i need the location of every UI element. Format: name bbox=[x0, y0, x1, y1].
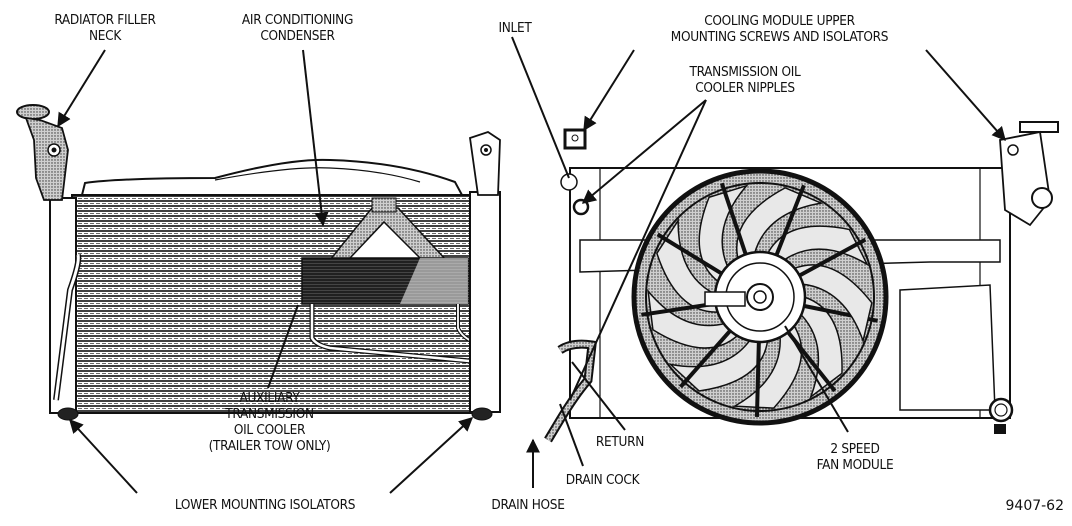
fan-shroud-spoke bbox=[641, 301, 717, 317]
label-upper-mounting-screws: COOLING MODULE UPPER MOUNTING SCREWS AND… bbox=[670, 13, 889, 45]
label-lower-mounting-isolators: LOWER MOUNTING ISOLATORS bbox=[174, 497, 356, 513]
leader-lower-isolator-left bbox=[69, 418, 138, 494]
fan-shroud-spoke bbox=[797, 237, 867, 278]
leader-nipple-2 bbox=[569, 99, 707, 401]
leader-nipple-1 bbox=[581, 99, 707, 204]
leader-drain-cock bbox=[559, 403, 584, 467]
fan-shroud-spoke bbox=[785, 330, 837, 393]
leader-upper-mount-right bbox=[925, 49, 1006, 142]
leader-lower-isolator-right bbox=[389, 417, 474, 494]
fan-shroud-spoke bbox=[656, 232, 724, 276]
label-drain-hose: DRAIN HOSE bbox=[491, 497, 565, 513]
label-aux-trans-oil-cooler: AUXILIARY TRANSMISSION OIL COOLER (TRAIL… bbox=[208, 390, 331, 454]
leader-fan-module bbox=[784, 325, 849, 433]
fan-shroud-spoke bbox=[679, 328, 733, 389]
fan-shroud-spoke bbox=[754, 340, 761, 418]
right-tank bbox=[469, 191, 501, 413]
leader-upper-mount-left bbox=[583, 49, 635, 132]
leader-return bbox=[571, 361, 626, 431]
figure-number: 9407-62 bbox=[1006, 498, 1065, 514]
condenser-top-bracket bbox=[80, 158, 464, 196]
fan-shroud-spoke bbox=[774, 184, 806, 257]
fan-blades bbox=[641, 182, 879, 418]
label-return: RETURN bbox=[595, 434, 645, 450]
left-tank bbox=[49, 197, 77, 414]
label-2-speed-fan-module: 2 SPEED FAN MODULE bbox=[816, 441, 894, 473]
left-radiator-view bbox=[16, 104, 501, 421]
label-inlet: INLET bbox=[498, 20, 532, 36]
leader-lines bbox=[57, 36, 1006, 494]
label-ac-condenser: AIR CONDITIONING CONDENSER bbox=[241, 12, 354, 44]
leader-inlet bbox=[511, 36, 570, 179]
fan-shroud-spoke bbox=[719, 182, 748, 256]
aux-oil-cooler-shape bbox=[301, 197, 469, 305]
leader-radiator-filler-neck bbox=[57, 49, 106, 128]
leader-aux-oil-cooler bbox=[267, 304, 299, 389]
radiator-filler-neck-shape bbox=[16, 104, 69, 201]
label-radiator-filler-neck: RADIATOR FILLER NECK bbox=[54, 12, 156, 44]
label-drain-cock: DRAIN COCK bbox=[565, 472, 640, 488]
label-trans-oil-cooler-nipples: TRANSMISSION OIL COOLER NIPPLES bbox=[689, 64, 801, 96]
leader-ac-condenser bbox=[302, 49, 329, 227]
right-fan-view bbox=[544, 121, 1059, 443]
